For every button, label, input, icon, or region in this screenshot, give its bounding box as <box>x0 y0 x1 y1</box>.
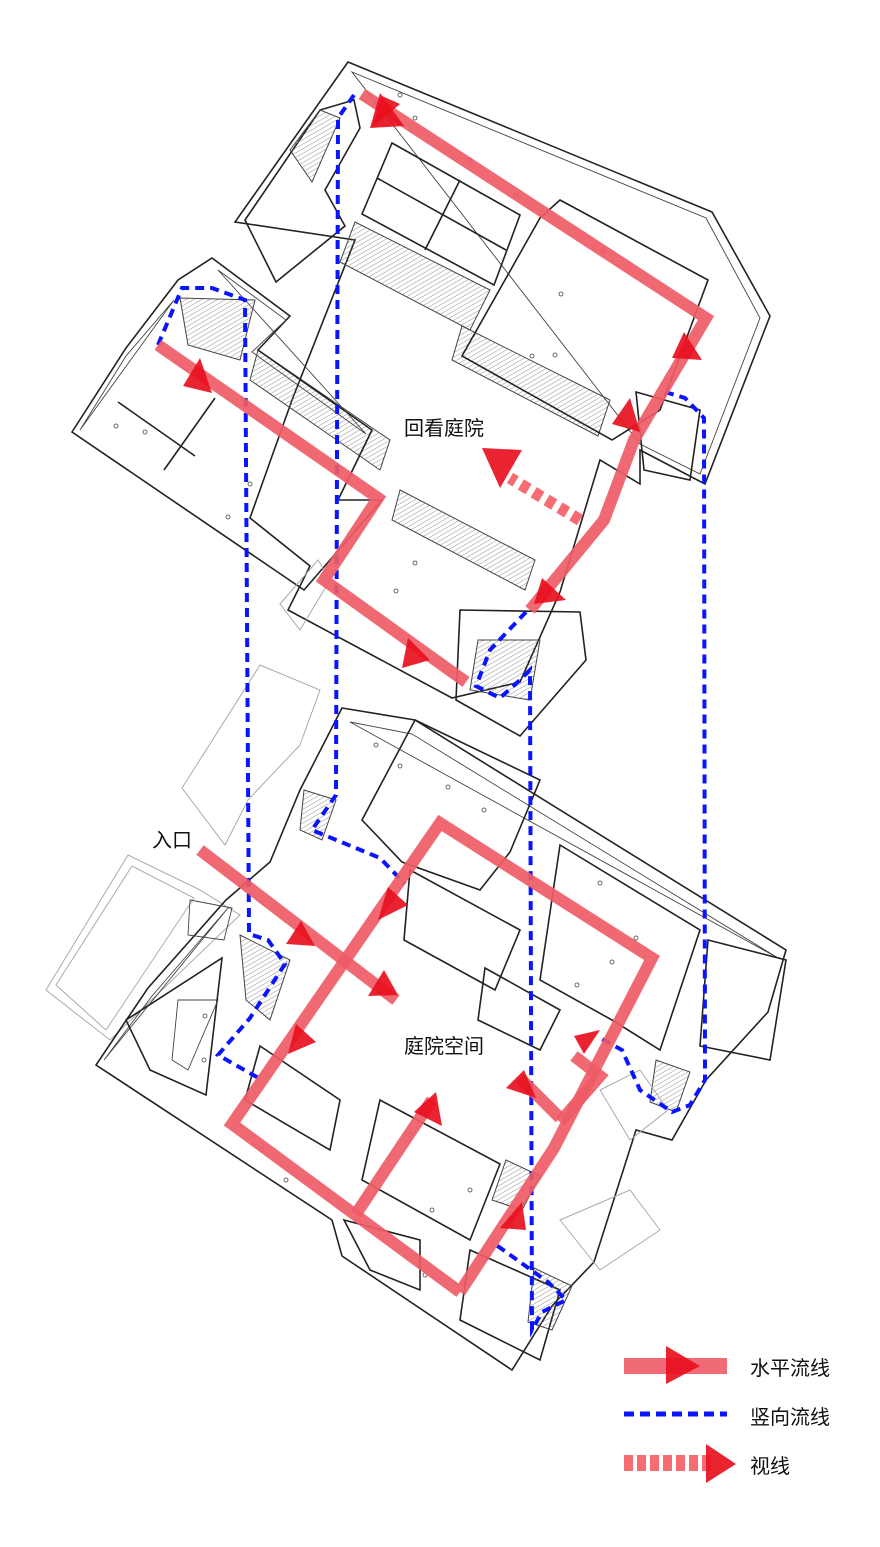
legend-horizontal-flow-symbol <box>624 1346 727 1384</box>
legend-vertical-flow-label: 竖向流线 <box>750 1405 830 1429</box>
horizontal-flow-entrance <box>196 845 400 1005</box>
vertical-flow-lines <box>156 93 708 1338</box>
vertical-flow-d <box>473 610 570 1338</box>
skylight <box>360 141 521 287</box>
upper-floor-plan <box>70 61 771 738</box>
vertical-flow-b <box>156 286 288 1082</box>
stair-top <box>289 109 341 184</box>
horizontal-flow-courtyard-loop <box>223 814 660 1297</box>
vertical-flow-c <box>599 390 708 1115</box>
horizontal-flow-upper-left <box>154 340 470 687</box>
horizontal-flow-upper-right <box>358 88 715 614</box>
horizontal-flow-right-spur <box>555 1051 609 1126</box>
entrance-label: 入口 <box>152 828 192 852</box>
horizontal-flow-courtyard-spur <box>351 1096 437 1218</box>
courtyard-label: 庭院空间 <box>404 1034 484 1058</box>
legend-sightline-label: 视线 <box>750 1454 790 1478</box>
legend-sightline-symbol <box>624 1444 736 1483</box>
sightline-arrowhead <box>482 448 522 488</box>
sightline <box>482 448 584 526</box>
vertical-flow-a <box>308 93 407 886</box>
flow-arrowheads <box>183 93 702 1230</box>
legend-horizontal-flow-label: 水平流线 <box>750 1356 830 1380</box>
sightline-dashes <box>506 472 584 526</box>
legend <box>624 1346 736 1483</box>
upper-view-label: 回看庭院 <box>404 416 484 440</box>
